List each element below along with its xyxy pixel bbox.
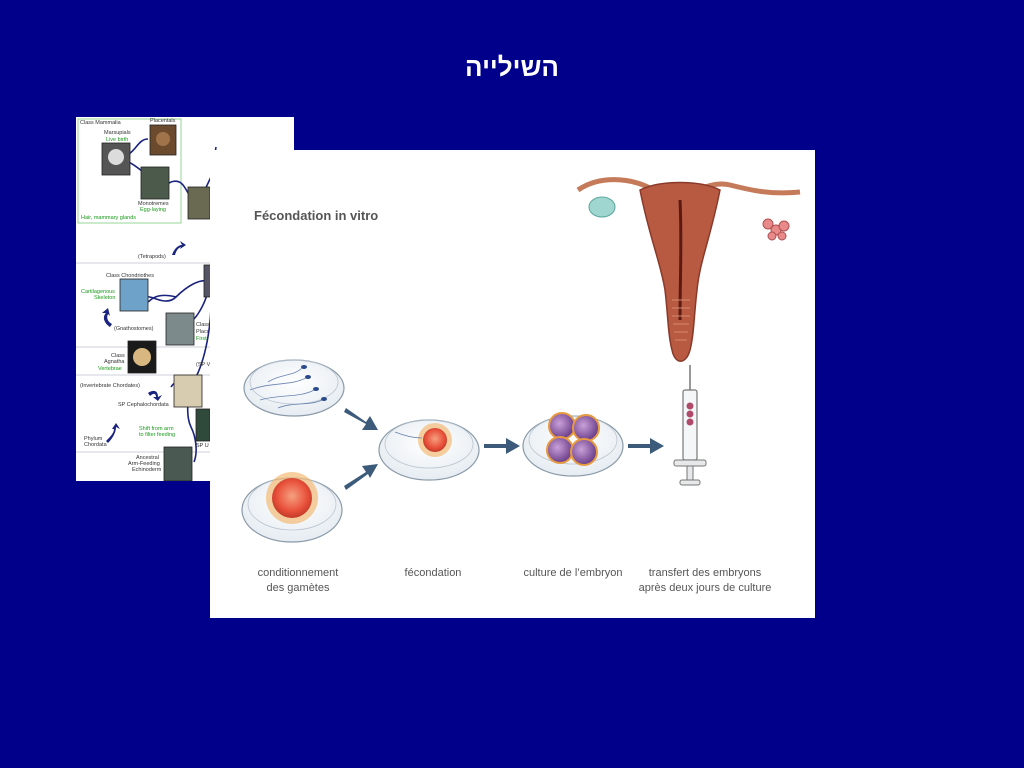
phylum-label: Phylum — [84, 436, 103, 442]
skeleton-label: Skeleton — [94, 295, 115, 301]
ancestral-label-1: Ancestral — [136, 455, 159, 461]
cartilagenous-label: Cartilagenous — [81, 289, 115, 295]
caption-transfer-line-1: transfert des embryons — [648, 567, 762, 579]
first-cut-label: First — [196, 336, 207, 342]
arrow-egg-to-fert — [344, 464, 378, 490]
cut-photo-2 — [195, 408, 211, 442]
syringe-flange — [673, 459, 707, 467]
caption-gamete-conditioning: conditionnement des gamètes — [240, 566, 356, 596]
syringe-plunger-head — [679, 479, 701, 486]
class-agnatha-label-1: Class — [111, 353, 125, 359]
arrow-embryo-to-transfer — [628, 438, 664, 454]
live-birth-label: Live birth — [106, 137, 128, 143]
monotreme-photo — [140, 166, 170, 200]
process-arrows — [344, 408, 664, 490]
ancestral-label-2: Arm-Feeding — [128, 461, 160, 467]
egg-laying-label: Egg-laying — [140, 207, 166, 213]
tunicate-photo — [173, 374, 203, 408]
ivf-diagram-figure: Fécondation in vitro conditionnement des… — [210, 150, 815, 618]
chimp-face-icon — [156, 132, 170, 146]
caption-gamete-line-2: des gamètes — [266, 582, 330, 594]
embryo-cells — [546, 412, 600, 466]
echinoderm-photo — [163, 446, 193, 481]
ivf-diagram-svg — [241, 177, 801, 543]
mammalia-box — [77, 118, 182, 224]
class-agnatha-label-2: Agnatha — [104, 359, 125, 365]
ancestral-label-3: Echinoderm — [132, 467, 162, 473]
shift-label-1: Shift from arm — [139, 426, 174, 432]
chondriothes-label: Class Chondriothes — [106, 273, 154, 279]
dish-sperm — [243, 359, 345, 417]
syringe-plunger — [686, 465, 694, 481]
uterus-illustration — [576, 177, 801, 362]
arrow-sperm-to-fert — [344, 408, 378, 430]
tree-curved-arrows — [102, 241, 186, 443]
slide-title: השילייה — [465, 52, 559, 82]
invertebrate-chordates-label: (Invertebrate Chordates) — [80, 383, 140, 389]
class-mammalia-label: Class Mammalia — [80, 120, 122, 126]
class-cut-label: Class — [196, 322, 210, 328]
arrow-fert-to-embryo — [484, 438, 520, 454]
dish-embryo — [522, 412, 624, 477]
dish-egg — [241, 472, 343, 543]
caption-gamete-line-1: conditionnement — [257, 567, 339, 579]
dish-fertilization — [378, 419, 480, 481]
egg-cell — [272, 478, 312, 518]
sp-u-cut-label: SP U — [196, 443, 209, 449]
fertilizing-sperm — [394, 431, 423, 439]
caption-transfer-line-2: après deux jours de culture — [638, 582, 772, 594]
cervix-ridges — [672, 299, 690, 341]
reptile-photo — [187, 186, 211, 220]
marsupials-label: Marsupials — [104, 130, 131, 136]
uterine-cavity — [678, 199, 683, 321]
vertebrae-label: Vertebrae — [98, 366, 122, 372]
tetrapods-label: (Tetrapods) — [138, 254, 166, 260]
tree-photos — [101, 124, 215, 481]
caption-embryo-transfer: transfert des embryons après deux jours … — [628, 566, 782, 596]
placental-photo — [149, 124, 177, 156]
left-ovary — [588, 196, 616, 218]
phylogeny-tree-svg: Class Mammalia Placentals Marsupials Liv… — [76, 118, 294, 481]
chordata-label: Chordata — [84, 442, 108, 448]
syringe-embryos — [686, 402, 694, 426]
ivf-title: Fécondation in vitro — [254, 208, 379, 223]
fertilized-egg — [423, 428, 447, 452]
cephalochordata-label: SP Cephalochordata — [118, 402, 170, 408]
right-ovary — [762, 218, 790, 241]
shark-photo — [119, 278, 149, 312]
sperm-cells — [249, 365, 327, 409]
caption-fertilization: fécondation — [404, 567, 462, 579]
lamprey-mouth-icon — [133, 348, 151, 366]
syringe-illustration — [673, 365, 707, 486]
placentals-label: Placentals — [150, 118, 176, 124]
shift-label-2: to filter feeding — [139, 432, 175, 438]
monotremes-label: Monotremes — [138, 201, 169, 207]
sp-v-cut-label: (SP V — [196, 362, 211, 368]
caption-embryo-culture: culture de l’embryon — [523, 567, 623, 579]
opossum-face-icon — [108, 149, 124, 165]
hair-label: Hair, mammary glands — [81, 215, 136, 221]
gnathostomes-label: (Gnathostomes) — [114, 326, 154, 332]
placo-cut-label: Placo — [196, 329, 210, 335]
placoderm-photo — [165, 312, 195, 346]
